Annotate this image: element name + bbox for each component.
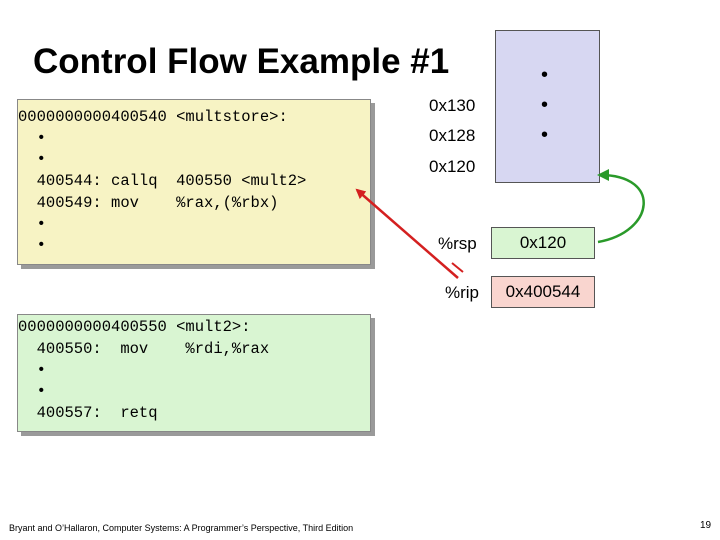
code-line: 400549: mov %rax,(%rbx) bbox=[18, 194, 279, 212]
code-line: 0000000000400550 <mult2>: bbox=[18, 318, 251, 336]
code-line: • bbox=[18, 215, 46, 233]
stack-frame: • • • bbox=[495, 30, 600, 183]
rip-label: %rip bbox=[445, 283, 480, 302]
rip-pointer-arrow bbox=[355, 188, 459, 279]
code-line: • bbox=[18, 236, 46, 254]
code-line: 400557: retq bbox=[18, 404, 158, 422]
code-line: • bbox=[18, 150, 46, 168]
code-line: 0000000000400540 <multstore>: bbox=[18, 108, 288, 126]
footer-citation: Bryant and O’Hallaron, Computer Systems:… bbox=[9, 523, 354, 533]
rip-register-box: 0x400544 bbox=[491, 276, 595, 308]
mult2-code-block: 0000000000400550 <mult2>: 400550: mov %r… bbox=[17, 314, 371, 432]
stack-ellipsis-dot: • bbox=[541, 124, 549, 146]
stack-address: 0x120 bbox=[429, 157, 476, 176]
rip-arrow-stub bbox=[451, 262, 464, 273]
code-line: • bbox=[18, 129, 46, 147]
rsp-pointer-arrow bbox=[597, 169, 645, 244]
slide-title: Control Flow Example #1 bbox=[33, 42, 450, 81]
code-line: • bbox=[18, 382, 46, 400]
page-number: 19 bbox=[700, 520, 712, 531]
code-line: • bbox=[18, 361, 46, 379]
multstore-code-block: 0000000000400540 <multstore>: • • 400544… bbox=[17, 99, 371, 265]
stack-address: 0x128 bbox=[429, 126, 476, 145]
rsp-label: %rsp bbox=[438, 234, 477, 253]
stack-ellipsis-dot: • bbox=[541, 64, 549, 86]
stack-address: 0x130 bbox=[429, 96, 476, 115]
rsp-register-box: 0x120 bbox=[491, 227, 595, 259]
code-line: 400550: mov %rdi,%rax bbox=[18, 340, 270, 358]
code-line: 400544: callq 400550 <mult2> bbox=[18, 172, 307, 190]
stack-ellipsis-dot: • bbox=[541, 94, 549, 116]
